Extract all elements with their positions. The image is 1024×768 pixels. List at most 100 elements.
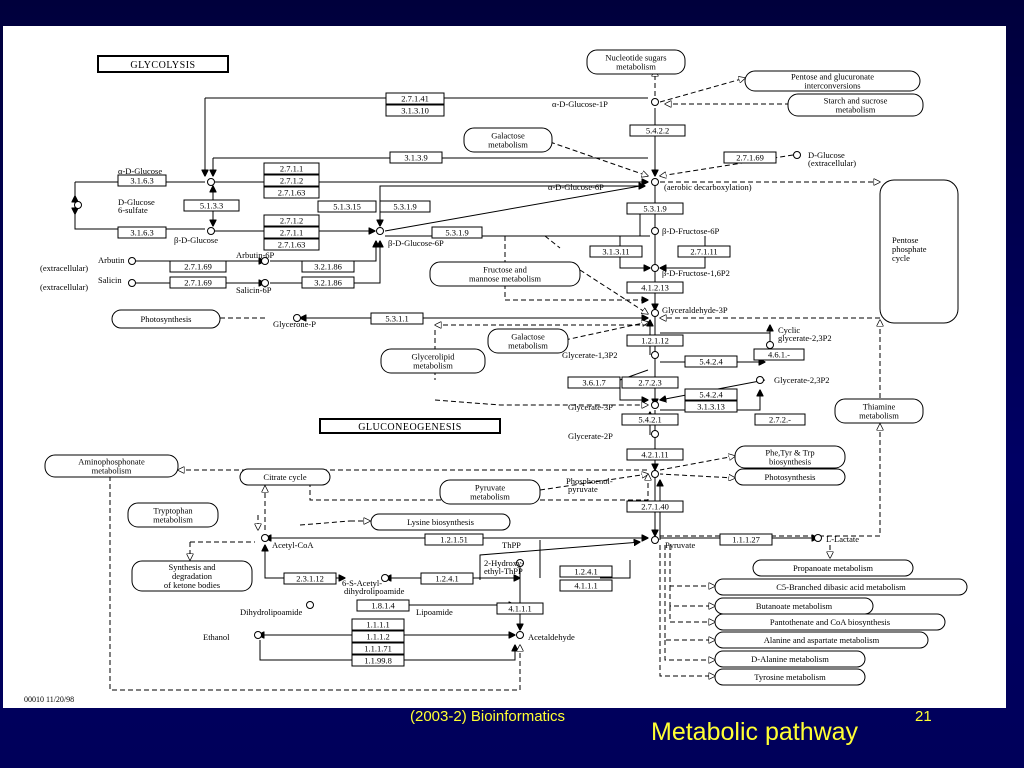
compound-node-arbutin-6p — [261, 257, 269, 265]
compound-label-l-lactate: L-Lactate — [826, 534, 859, 544]
enzyme-label: 2.7.1.40 — [641, 502, 669, 512]
map-link-alanine_aspartate[interactable]: Alanine and aspartate metabolism — [714, 631, 929, 649]
enzyme-label: 1.8.1.4 — [371, 601, 395, 611]
enzyme-box-e5424a: 5.4.2.4 — [684, 355, 738, 368]
map-label: Starch and sucrose — [824, 96, 888, 106]
map-link-tyrosine[interactable]: Tyrosine metabolism — [714, 668, 866, 686]
dash-fruc-mann-3 — [579, 269, 648, 314]
enzyme-label: 4.2.1.11 — [641, 450, 668, 460]
enzyme-label: 1.1.1.2 — [366, 632, 389, 642]
map-label: metabolism — [616, 62, 656, 72]
enzyme-box-e1241b: 1.2.4.1 — [559, 565, 613, 578]
map-link-c5_branched[interactable]: C5-Branched dibasic acid metabolism — [714, 578, 968, 596]
dash-tyrosine — [659, 545, 715, 676]
compound-node-a-d-glucose-6p — [651, 178, 659, 186]
compound-node-acetaldehyde — [516, 631, 524, 639]
compound-label-aerobic: (aerobic decarboxylation) — [664, 182, 752, 192]
enzyme-label: 5.1.3.3 — [200, 201, 223, 211]
map-label: degradation — [172, 571, 213, 581]
map-link-photosynthesis_2[interactable]: Photosynthesis — [734, 468, 846, 486]
compound-label-pep-1: Phosphoenol- — [566, 476, 613, 486]
map-link-lysine[interactable]: Lysine biosynthesis — [370, 513, 511, 531]
compound-label-glyceraldehyde-3p: Glyceraldehyde-3P — [662, 305, 728, 315]
map-link-propanoate[interactable]: Propanoate metabolism — [752, 559, 914, 577]
map-link-citrate_cycle[interactable]: Citrate cycle — [239, 468, 331, 486]
map-label: biosynthesis — [769, 457, 811, 467]
compound-node-b-d-fructose-6p — [651, 227, 659, 235]
map-label: Lysine biosynthesis — [407, 517, 474, 527]
map-id: 00010 11/20/98 — [24, 695, 74, 704]
enzyme-label: 3.1.3.10 — [401, 106, 429, 116]
enzyme-box-e2711a: 2.7.1.1 — [263, 162, 320, 175]
enzyme-label: 2.7.1.2 — [280, 216, 303, 226]
map-link-photosynthesis_1[interactable]: Photosynthesis — [111, 309, 221, 329]
enzyme-label: 3.1.3.11 — [602, 247, 629, 257]
enzyme-label: 3.2.1.86 — [314, 262, 342, 272]
enzyme-box-e27169c: 2.7.1.69 — [169, 276, 227, 289]
enzyme-label: 5.1.3.15 — [333, 202, 361, 212]
enzyme-box-e3139: 3.1.3.9 — [389, 151, 443, 164]
map-label: metabolism — [470, 492, 510, 502]
dash-photosynth-2 — [659, 473, 735, 478]
enzyme-label: 1.1.99.8 — [364, 656, 392, 666]
enzyme-label: 2.7.1.69 — [184, 278, 212, 288]
enzyme-box-e461: 4.6.1.- — [753, 348, 805, 361]
enzyme-box-e4111a: 4.1.1.1 — [559, 579, 613, 592]
enzyme-label: 4.1.1.1 — [508, 604, 531, 614]
compound-label-acetyl-lip-1: 6-S-Acetyl- — [342, 578, 382, 588]
gluconeogenesis-title-box — [319, 418, 501, 434]
enzyme-label: 4.6.1.- — [768, 350, 790, 360]
map-label: Pentose — [892, 235, 919, 245]
enzyme-box-e42111: 4.2.1.11 — [626, 448, 684, 461]
compound-label-dihydrolipoamide: Dihydrolipoamide — [240, 607, 303, 617]
enzyme-label: 4.1.2.13 — [641, 283, 669, 293]
map-label: metabolism — [836, 105, 876, 115]
compound-label-acetyl-coa: Acetyl-CoA — [272, 540, 314, 550]
compound-node-salicin — [128, 279, 136, 287]
enzyme-label: 5.3.1.9 — [393, 202, 416, 212]
map-link-d_alanine[interactable]: D-Alanine metabolism — [714, 650, 866, 668]
dash-dglucose-ext — [660, 154, 794, 176]
compound-label-glycerate-3p: Glycerate-3P — [568, 402, 613, 412]
compound-label-acetaldehyde: Acetaldehyde — [528, 632, 575, 642]
dash-fruc-mann-1 — [504, 236, 648, 300]
map-label: Butanoate metabolism — [756, 601, 833, 611]
map-label: Pentose and glucuronate — [791, 72, 874, 82]
line-bg6p-g6p — [380, 186, 645, 226]
dash-c5 — [669, 545, 715, 586]
enzyme-label: 3.1.6.3 — [130, 176, 153, 186]
enzyme-label: 1.1.1.27 — [732, 535, 760, 545]
enzyme-box-e12151: 1.2.1.51 — [424, 533, 484, 546]
compound-node-dihydrolipoamide — [306, 601, 314, 609]
enzyme-box-e3163b: 3.1.6.3 — [117, 226, 167, 239]
enzyme-box-e5319c: 5.3.1.9 — [626, 202, 684, 215]
compound-label-hydroxy-1: 2-Hydroxy- — [484, 558, 524, 568]
enzyme-box-e1111: 1.1.1.1 — [351, 618, 405, 631]
enzyme-box-e11198: 1.1.99.8 — [351, 654, 405, 667]
map-label: Thiamine — [863, 402, 896, 412]
map-link-butanoate[interactable]: Butanoate metabolism — [714, 597, 874, 615]
enzyme-label: 1.2.1.51 — [440, 535, 468, 545]
compound-label-b-d-fructose-6p: β-D-Fructose-6P — [662, 226, 719, 236]
dash-lysine-2 — [299, 520, 351, 526]
map-link-pantothenate[interactable]: Pantothenate and CoA biosynthesis — [714, 613, 946, 631]
map-label: Aminophosphonate — [78, 457, 145, 467]
compound-node-ethanol — [254, 631, 262, 639]
enzyme-box-e272: 2.7.2.- — [754, 413, 806, 426]
map-label: C5-Branched dibasic acid metabolism — [776, 582, 906, 592]
